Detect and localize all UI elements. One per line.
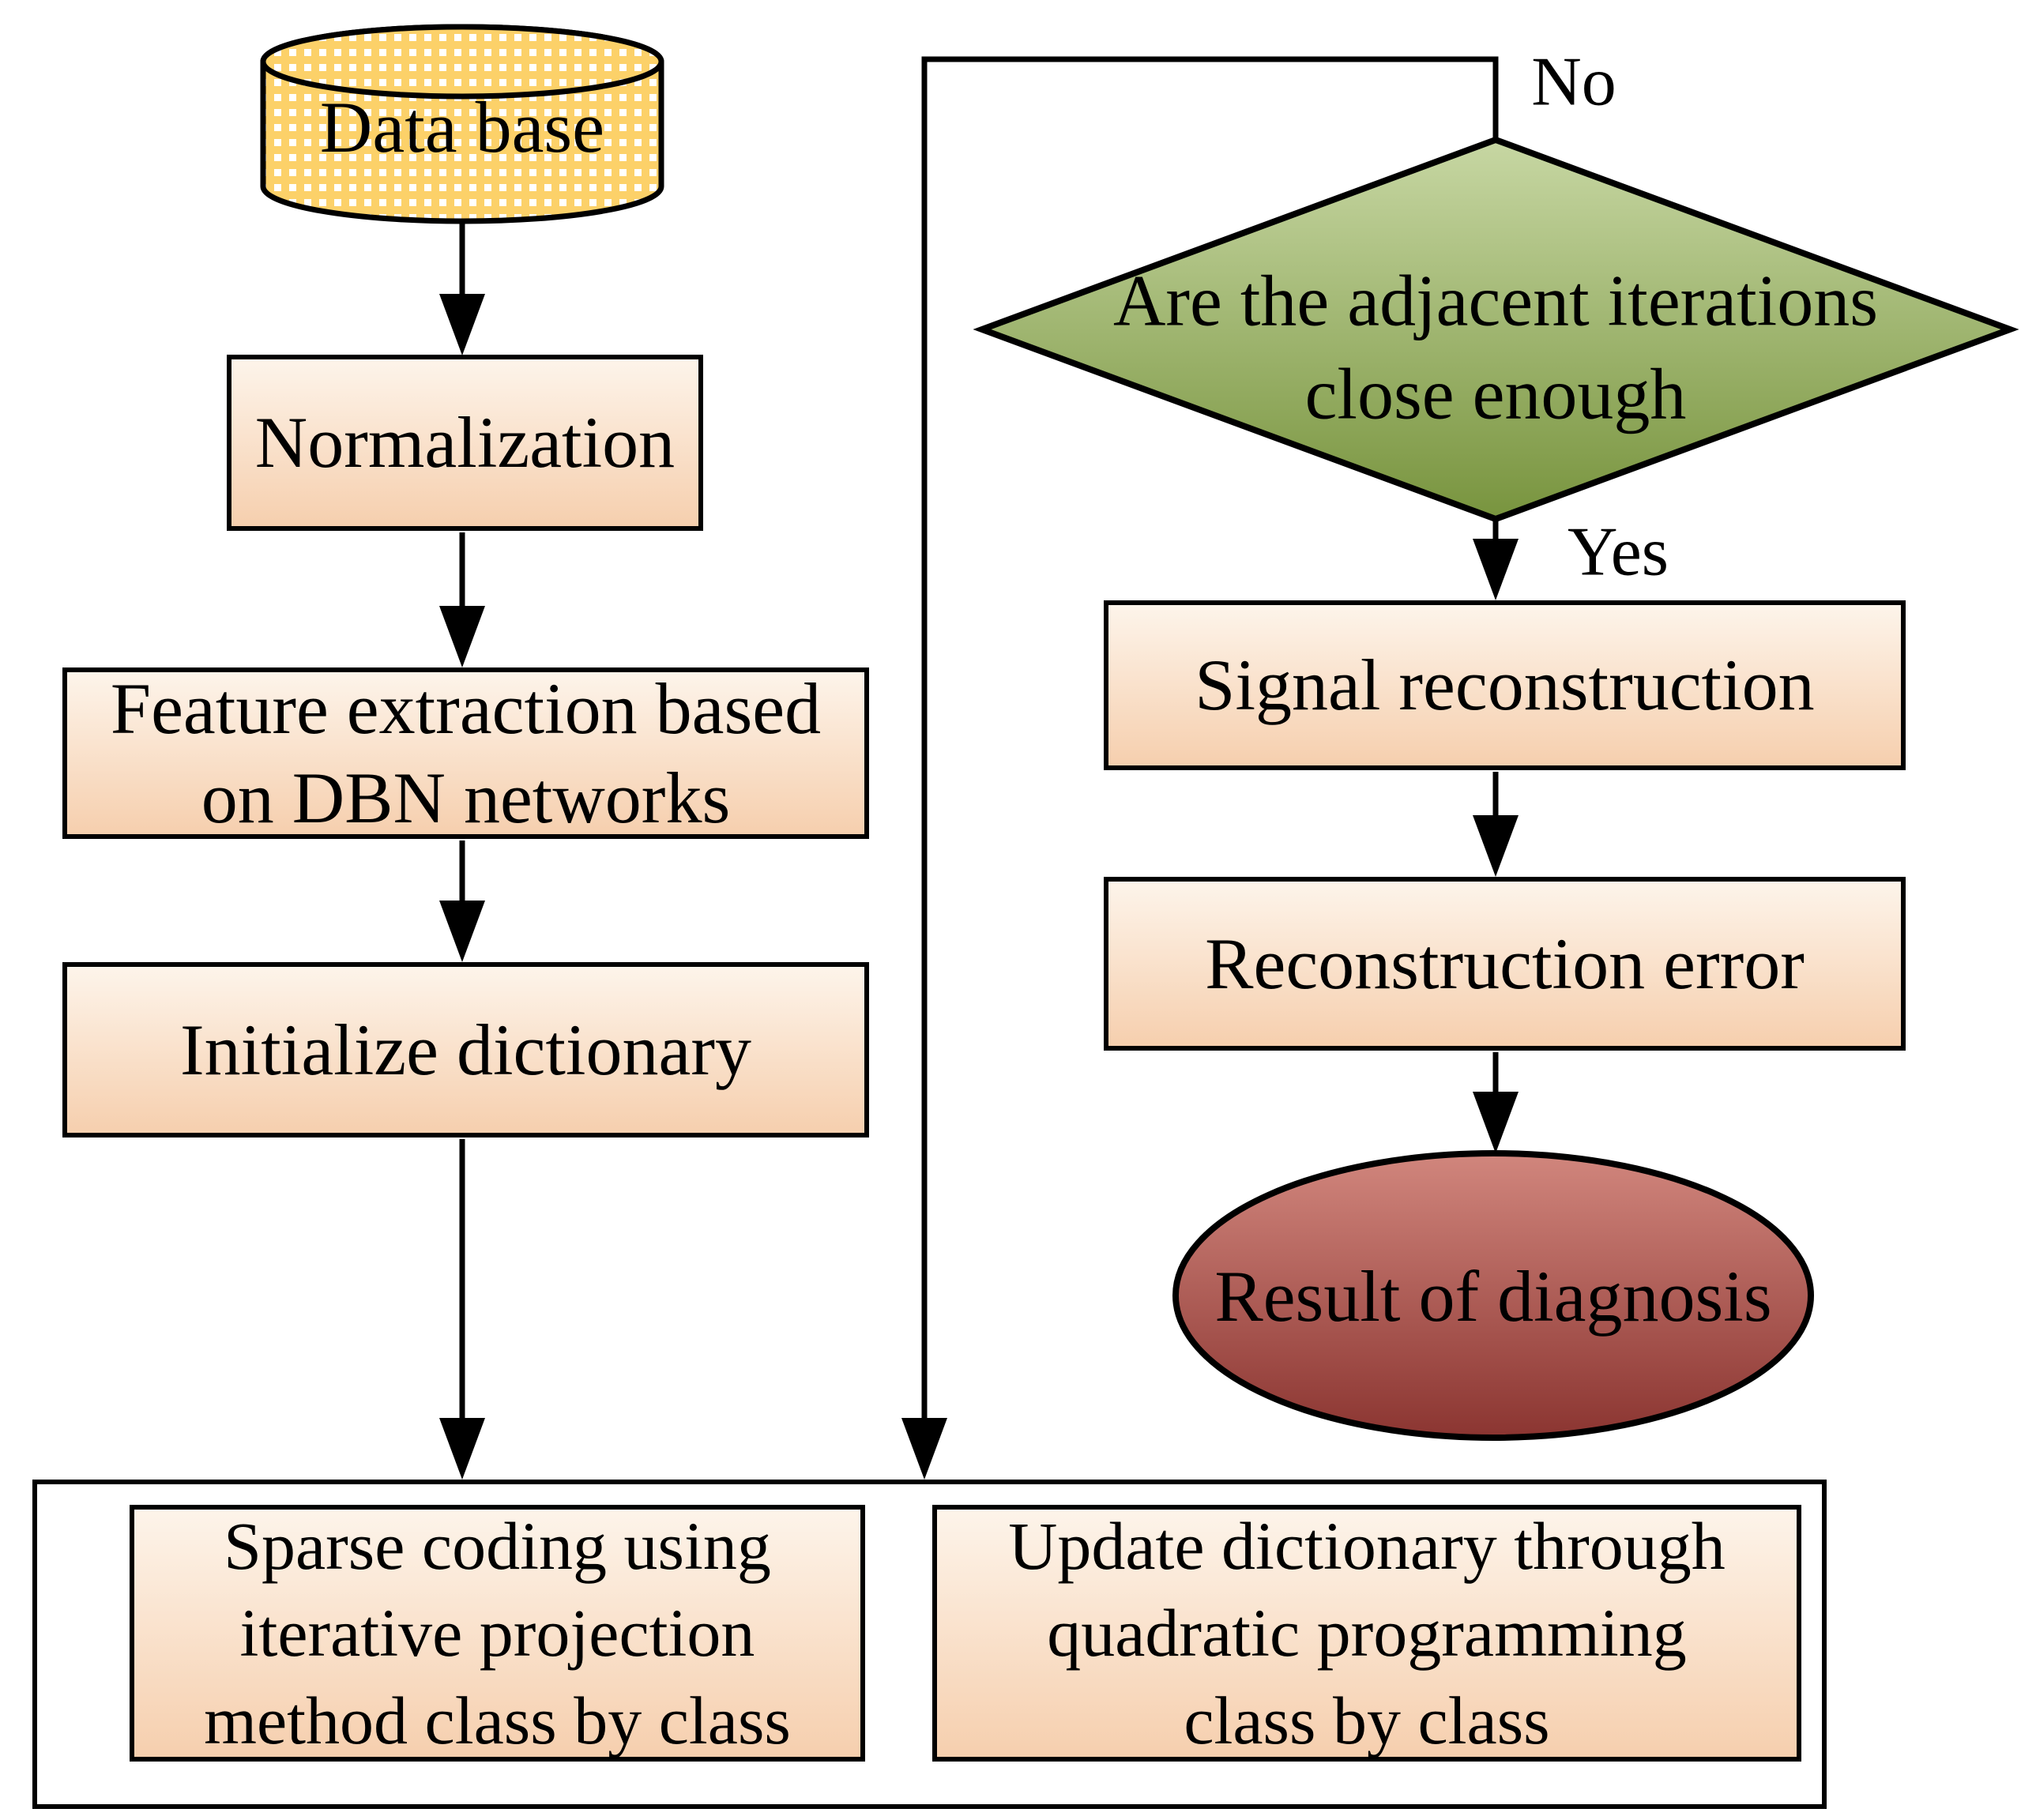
node-normalization: Normalization bbox=[227, 355, 703, 531]
node-signal-reconstruction: Signal reconstruction bbox=[1104, 600, 1906, 770]
node-initialize-dictionary: Initialize dictionary bbox=[62, 962, 869, 1138]
edge-label-no: No bbox=[1531, 43, 1616, 121]
edge-normalization-to-feature bbox=[439, 532, 485, 667]
edge-label-yes: Yes bbox=[1567, 513, 1669, 591]
edge-database-to-normalization bbox=[439, 221, 485, 355]
result-ellipse-shape bbox=[1172, 1150, 1814, 1441]
edge-yes-to-signal bbox=[1473, 521, 1519, 600]
node-feature-extraction-label: Feature extraction based on DBN networks bbox=[110, 668, 822, 838]
edge-signal-to-error bbox=[1473, 772, 1519, 877]
edge-initialize-to-container bbox=[439, 1139, 485, 1480]
edge-error-to-result bbox=[1473, 1052, 1519, 1153]
decision-diamond-shape bbox=[973, 136, 2019, 523]
node-reconstruction-error: Reconstruction error bbox=[1104, 877, 1906, 1051]
node-normalization-label: Normalization bbox=[254, 402, 676, 483]
node-feature-extraction: Feature extraction based on DBN networks bbox=[62, 667, 869, 839]
node-decision-label: Are the adjacent iterations close enough bbox=[1112, 260, 1879, 434]
node-reconstruction-error-label: Reconstruction error bbox=[1205, 923, 1805, 1004]
node-database-label: Data base bbox=[319, 87, 605, 168]
node-result-label: Result of diagnosis bbox=[1214, 1256, 1772, 1337]
edge-no-loop bbox=[901, 56, 1499, 1480]
node-update-dictionary-label: Update dictionary through quadratic prog… bbox=[1008, 1508, 1726, 1758]
node-update-dictionary: Update dictionary through quadratic prog… bbox=[932, 1505, 1801, 1762]
database-cylinder-shape bbox=[260, 24, 664, 224]
node-signal-reconstruction-label: Signal reconstruction bbox=[1195, 645, 1815, 726]
edge-feature-to-initialize bbox=[439, 840, 485, 962]
node-sparse-coding-label: Sparse coding using iterative projection… bbox=[204, 1508, 791, 1758]
node-sparse-coding: Sparse coding using iterative projection… bbox=[130, 1505, 865, 1762]
node-initialize-dictionary-label: Initialize dictionary bbox=[180, 1009, 751, 1090]
